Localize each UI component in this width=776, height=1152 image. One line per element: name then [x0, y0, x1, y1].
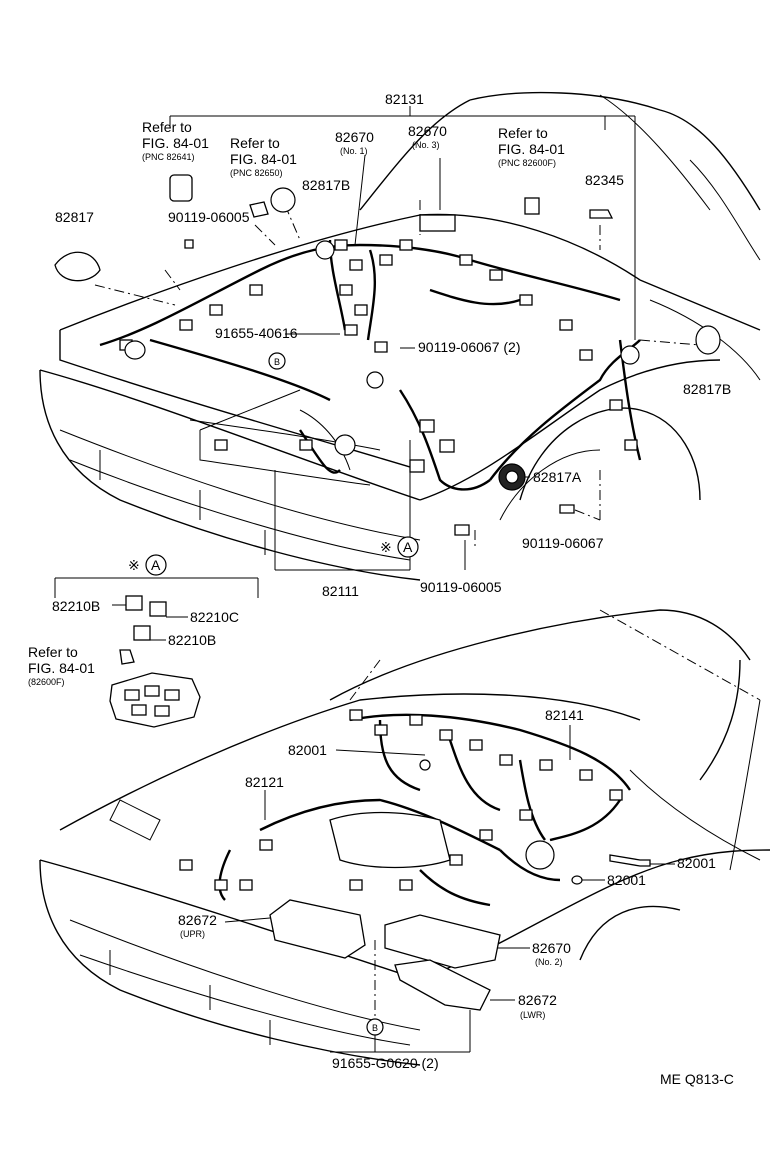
star-A-mark: ※ [380, 539, 392, 555]
label-82817B-right: 82817B [683, 381, 731, 397]
label-82672-upr: 82672 [178, 912, 217, 928]
relay-82210B-1 [125, 595, 143, 611]
bottom-connectors [179, 709, 651, 1011]
label-82672-upr-sub: (UPR) [180, 929, 205, 939]
circle-B-top-letter: B [274, 357, 280, 367]
refer-82650-line3: (PNC 82650) [230, 168, 283, 178]
label-82210C: 82210C [190, 609, 239, 625]
label-82817: 82817 [55, 209, 94, 225]
bolt-90119-06067 [559, 504, 575, 514]
relay-82210B-2 [133, 625, 151, 641]
label-90119-06067-2: 90119-06067 (2) [418, 339, 520, 355]
inset-A: ※ A 82210B 82210C 82210B Refer to FIG. 8… [28, 554, 259, 728]
relay-block-82600F [109, 672, 201, 728]
relay-82600F [524, 197, 540, 215]
circle-B-bottom-letter: B [372, 1023, 378, 1033]
top-wiring-harness-82131 [99, 239, 642, 491]
top-labels: 82131 Refer to FIG. 84-01 (PNC 82641) Re… [55, 91, 731, 599]
top-loose-parts [54, 174, 721, 536]
label-82001-a: 82001 [288, 742, 327, 758]
top-connectors [119, 214, 640, 473]
circle-B-bottom [366, 1018, 384, 1036]
label-82210B-2: 82210B [168, 632, 216, 648]
bottom-labels: 82141 82001 82121 82001 82001 82672 (UPR… [178, 707, 734, 1087]
bottom-leader-lines [224, 725, 675, 1053]
label-82345: 82345 [585, 172, 624, 188]
top-car-body [39, 91, 761, 581]
inset-circle-A [145, 554, 167, 576]
label-82001-c: 82001 [607, 872, 646, 888]
label-82210B-1: 82210B [52, 598, 100, 614]
relay-82641 [169, 174, 193, 202]
bottom-wiring-harness [218, 713, 631, 907]
label-82672-lwr-sub: (LWR) [520, 1010, 545, 1020]
label-82670-no2: 82670 [532, 940, 571, 956]
circle-B-top [268, 352, 286, 370]
label-90119-06067: 90119-06067 [522, 535, 604, 551]
refer-82600F-line1: Refer to [498, 125, 548, 141]
inset-circle-A-letter: A [151, 557, 161, 573]
label-82672-lwr: 82672 [518, 992, 557, 1008]
label-82001-b: 82001 [677, 855, 716, 871]
relay-box-82672-upr [269, 899, 366, 959]
label-82670-no3-sub: (No. 3) [412, 140, 440, 150]
label-82111: 82111 [322, 583, 359, 599]
circle-A [397, 536, 419, 558]
label-82131: 82131 [385, 91, 424, 107]
label-91655-40616: 91655-40616 [215, 325, 298, 341]
relay-82210C [149, 601, 167, 617]
clip-inset [119, 649, 135, 665]
bolt-90119-06067-2 [374, 341, 388, 353]
bolt-90119-06005-mid [454, 524, 470, 536]
refer-82600F-line3: (PNC 82600F) [498, 158, 556, 168]
label-82670-no2-sub: (No. 2) [535, 957, 563, 967]
circle-A-letter: A [403, 539, 413, 555]
grommet-82817B-top [270, 187, 296, 213]
label-82121: 82121 [245, 774, 284, 790]
label-82670-no1-sub: (No. 1) [340, 146, 368, 156]
refer-82641-line3: (PNC 82641) [142, 152, 195, 162]
label-82141: 82141 [545, 707, 584, 723]
refer-82600F-line2: FIG. 84-01 [498, 141, 565, 157]
label-90119-06005-mid: 90119-06005 [420, 579, 502, 595]
grommet-82817 [54, 251, 101, 282]
refer-82650-line2: FIG. 84-01 [230, 151, 297, 167]
bolt-90119-06005-top [184, 239, 194, 249]
label-82817B-top: 82817B [302, 177, 350, 193]
relay-block-82670-no2 [384, 914, 501, 969]
clip-82345 [589, 209, 614, 219]
label-91655-G0620: 91655-G0620 (2) [332, 1055, 439, 1071]
label-82670-no1: 82670 [335, 129, 374, 145]
refer-inset-line1: Refer to [28, 644, 78, 660]
refer-inset-line3: (82600F) [28, 677, 65, 687]
engine-cover [329, 811, 451, 869]
refer-82641-line1: Refer to [142, 119, 192, 135]
refer-inset-line2: FIG. 84-01 [28, 660, 95, 676]
label-82817A: 82817A [533, 469, 582, 485]
clip-82650 [249, 201, 269, 218]
label-90119-06005-top: 90119-06005 [168, 209, 250, 225]
label-82670-no3: 82670 [408, 123, 447, 139]
grommet-82817B-right [695, 325, 721, 355]
figure-code: ME Q813-C [660, 1071, 734, 1087]
inset-star: ※ [128, 557, 140, 573]
relay-box-82672-lwr [394, 959, 491, 1011]
refer-82641-line2: FIG. 84-01 [142, 135, 209, 151]
refer-82650-line1: Refer to [230, 135, 280, 151]
